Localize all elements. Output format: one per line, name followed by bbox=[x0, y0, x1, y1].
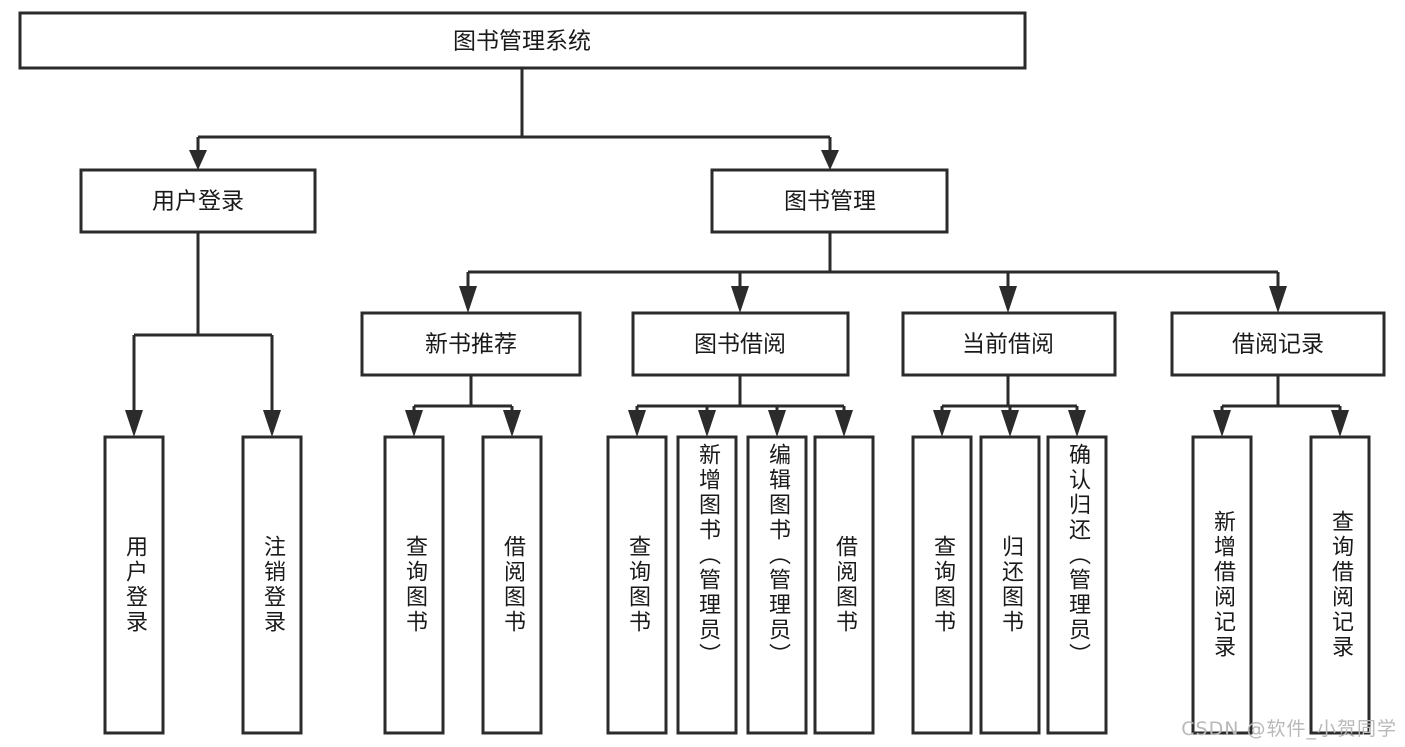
connector-group-book-borrow bbox=[628, 375, 853, 437]
node-root-label: 图书管理系统 bbox=[453, 29, 591, 55]
arrow-br-to-query-record bbox=[1331, 410, 1349, 437]
leaf-box-return-book[interactable] bbox=[979, 435, 1041, 735]
arrow-bb-to-borrow-book bbox=[835, 410, 853, 437]
arrow-bm-to-borrow-record bbox=[1269, 286, 1287, 313]
csdn-watermark: CSDN @软件_小贺同学 bbox=[1181, 718, 1397, 740]
node-new-book-recommend-box[interactable] bbox=[360, 311, 582, 377]
arrow-nb-to-query-book bbox=[405, 410, 423, 437]
node-book-borrow-box[interactable] bbox=[631, 311, 850, 377]
node-book-management-box[interactable] bbox=[710, 168, 949, 234]
arrow-br-to-add-record bbox=[1213, 410, 1231, 437]
leaf-box-add-book-admin[interactable] bbox=[676, 435, 738, 735]
node-borrow-record-box[interactable] bbox=[1170, 311, 1386, 377]
leaf-box-user-login[interactable] bbox=[103, 435, 165, 735]
leaf-box-query-book-3[interactable] bbox=[911, 435, 973, 735]
arrow-ul-to-leaf-logout bbox=[263, 410, 281, 437]
arrow-bm-to-new-book bbox=[459, 286, 477, 313]
arrow-root-to-user-login bbox=[189, 150, 207, 170]
node-user-login[interactable]: 用户登录 bbox=[79, 168, 317, 234]
arrow-bb-to-query-book bbox=[628, 410, 646, 437]
leaf-box-add-record[interactable] bbox=[1191, 435, 1253, 735]
leaf-box-query-book-1[interactable] bbox=[383, 435, 445, 735]
leaf-box-query-book-2[interactable] bbox=[606, 435, 668, 735]
node-user-login-label: 用户登录 bbox=[152, 189, 244, 215]
node-current-borrow[interactable]: 当前借阅 bbox=[901, 311, 1117, 377]
node-book-borrow-label: 图书借阅 bbox=[694, 332, 786, 358]
arrow-cb-to-return-book bbox=[1001, 410, 1019, 437]
arrow-bm-to-current-borrow bbox=[999, 286, 1017, 313]
node-borrow-record-label: 借阅记录 bbox=[1232, 332, 1324, 358]
connector-group-borrow-record bbox=[1213, 375, 1349, 437]
arrow-bm-to-book-borrow bbox=[731, 286, 749, 313]
node-root[interactable]: 图书管理系统 bbox=[18, 11, 1027, 70]
node-book-management-label: 图书管理 bbox=[784, 189, 876, 215]
arrow-root-to-book-management bbox=[821, 150, 839, 170]
arrow-nb-to-borrow-book bbox=[503, 410, 521, 437]
leaf-box-confirm-return-admin[interactable] bbox=[1046, 435, 1108, 735]
node-book-management[interactable]: 图书管理 bbox=[710, 168, 949, 234]
node-borrow-record[interactable]: 借阅记录 bbox=[1170, 311, 1386, 377]
node-new-book-recommend-label: 新书推荐 bbox=[425, 332, 517, 358]
node-current-borrow-label: 当前借阅 bbox=[962, 332, 1054, 358]
leaf-box-borrow-book-1[interactable] bbox=[481, 435, 543, 735]
arrow-bb-to-edit-book bbox=[768, 410, 786, 437]
node-new-book-recommend[interactable]: 新书推荐 bbox=[360, 311, 582, 377]
arrow-bb-to-add-book bbox=[698, 410, 716, 437]
leaf-box-query-record[interactable] bbox=[1309, 435, 1371, 735]
node-book-borrow[interactable]: 图书借阅 bbox=[631, 311, 850, 377]
arrow-ul-to-leaf-user-login bbox=[125, 410, 143, 437]
connector-group-user-login bbox=[125, 232, 281, 437]
node-user-login-box[interactable] bbox=[79, 168, 317, 234]
leaf-box-edit-book-admin[interactable] bbox=[746, 435, 808, 735]
connector-group-current-borrow bbox=[933, 375, 1086, 437]
connector-group-new-book bbox=[405, 375, 521, 437]
node-root-box[interactable] bbox=[18, 11, 1027, 70]
node-current-borrow-box[interactable] bbox=[901, 311, 1117, 377]
connector-group-book-management bbox=[459, 232, 1287, 313]
leaf-box-logout[interactable] bbox=[241, 435, 303, 735]
arrow-cb-to-query-book bbox=[933, 410, 951, 437]
connector-group-root bbox=[189, 68, 839, 170]
arrow-cb-to-confirm-return bbox=[1068, 410, 1086, 437]
leaf-box-borrow-book-2[interactable] bbox=[813, 435, 875, 735]
